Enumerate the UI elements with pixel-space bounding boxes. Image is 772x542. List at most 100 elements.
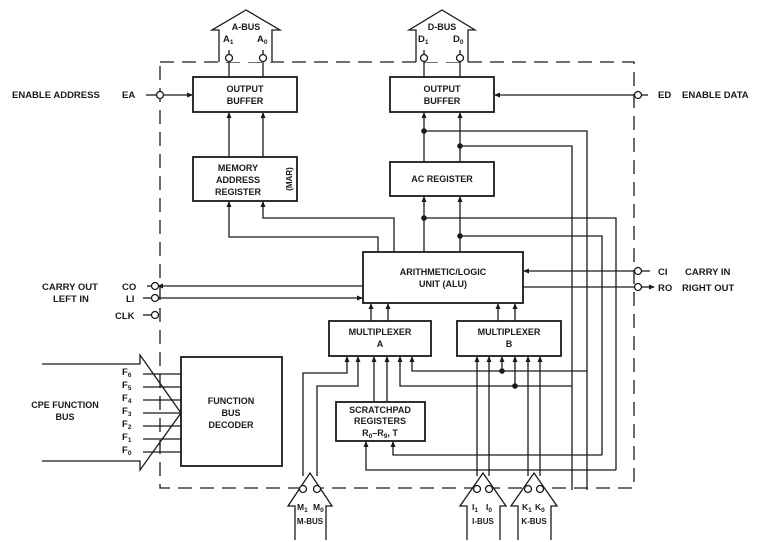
a1-pin-label: A1 bbox=[223, 34, 234, 46]
ea-pin-label: EA bbox=[122, 90, 135, 101]
clk-pin-label: CLK bbox=[115, 311, 135, 322]
mar-label-line1: MEMORY bbox=[218, 163, 258, 173]
f0-pin-label: F0 bbox=[122, 445, 132, 457]
co-pin-label: CO bbox=[122, 282, 136, 293]
a-bus: A-BUS A1 A0 bbox=[209, 9, 283, 77]
ci-pin[interactable] bbox=[633, 266, 643, 276]
i-bus: I1 I0 I-BUS bbox=[458, 471, 508, 540]
i-bus-label: I-BUS bbox=[472, 517, 494, 526]
f1-pin-label: F1 bbox=[122, 432, 132, 444]
output-buffer-d: OUTPUT BUFFER bbox=[389, 76, 495, 113]
f6-pin-label: F6 bbox=[122, 367, 132, 379]
ac-register: AC REGISTER bbox=[389, 161, 495, 197]
mar-tag: (MAR) bbox=[285, 167, 294, 191]
mux-a-label-line1: MULTIPLEXER bbox=[349, 327, 412, 337]
ea-signal: ENABLE ADDRESS EA bbox=[12, 90, 193, 101]
enable-data-label: ENABLE DATA bbox=[682, 90, 749, 101]
i0-pin[interactable] bbox=[484, 484, 494, 494]
f3-pin-label: F3 bbox=[122, 406, 132, 418]
m-bus-label: M-BUS bbox=[297, 517, 324, 526]
d1-pin[interactable] bbox=[419, 53, 429, 63]
m-bus-arrow bbox=[286, 471, 334, 540]
mux-b-label-line2: B bbox=[506, 339, 513, 349]
left-in-label: LEFT IN bbox=[53, 294, 89, 305]
output-buffer-d-label-line2: BUFFER bbox=[424, 96, 461, 106]
d-bus-arrow bbox=[406, 9, 478, 62]
li-pin-label: LI bbox=[126, 294, 134, 305]
a0-pin[interactable] bbox=[258, 53, 268, 63]
scratchpad-range: R0–R9, T bbox=[362, 428, 398, 440]
chip-boundary bbox=[159, 61, 635, 489]
m1-pin[interactable] bbox=[298, 484, 308, 494]
f4-pin-label: F4 bbox=[122, 393, 132, 405]
mar-label-line3: REGISTER bbox=[215, 187, 262, 197]
memory-address-register: MEMORY ADDRESS REGISTER (MAR) bbox=[192, 156, 298, 202]
i-bus-arrow bbox=[458, 471, 508, 540]
decoder-label-line1: FUNCTION bbox=[208, 396, 255, 406]
mux-b-label-line1: MULTIPLEXER bbox=[478, 327, 541, 337]
d0-pin[interactable] bbox=[455, 53, 465, 63]
a0-pin-label: A0 bbox=[257, 34, 268, 46]
output-buffer-a-label-line2: BUFFER bbox=[227, 96, 264, 106]
f5-pin-label: F5 bbox=[122, 380, 132, 392]
ed-pin-label: ED bbox=[658, 90, 671, 101]
k-bus-label: K-BUS bbox=[521, 517, 547, 526]
k1-pin[interactable] bbox=[523, 484, 533, 494]
multiplexer-b: MULTIPLEXER B bbox=[456, 320, 562, 357]
alu-label-line1: ARITHMETIC/LOGIC bbox=[400, 267, 487, 277]
clk-pin[interactable] bbox=[150, 310, 160, 320]
function-bus-decoder: FUNCTION BUS DECODER bbox=[180, 356, 283, 467]
d1-pin-label: D1 bbox=[418, 34, 429, 46]
d0-pin-label: D0 bbox=[453, 34, 464, 46]
alu: ARITHMETIC/LOGIC UNIT (ALU) bbox=[362, 251, 524, 304]
multiplexer-a: MULTIPLEXER A bbox=[328, 320, 432, 357]
k-bus: K1 K0 K-BUS bbox=[509, 471, 559, 540]
ro-pin[interactable] bbox=[633, 282, 643, 292]
ro-pin-label: RO bbox=[658, 283, 672, 294]
m0-pin-label: M0 bbox=[313, 502, 324, 514]
output-buffer-d-label-line1: OUTPUT bbox=[424, 84, 462, 94]
function-bus-label-line2: BUS bbox=[55, 412, 74, 422]
carry-in-label: CARRY IN bbox=[685, 267, 731, 278]
ed-signal: ED ENABLE DATA bbox=[494, 90, 749, 101]
mar-label-line2: ADDRESS bbox=[216, 175, 260, 185]
ed-pin[interactable] bbox=[633, 90, 643, 100]
li-pin[interactable] bbox=[150, 293, 160, 303]
d-bus: D-BUS D1 D0 bbox=[406, 9, 478, 77]
a1-pin[interactable] bbox=[224, 53, 234, 63]
m-bus: M1 M0 M-BUS bbox=[286, 471, 334, 540]
i1-pin[interactable] bbox=[472, 484, 482, 494]
decoder-label-line2: BUS bbox=[221, 408, 240, 418]
i1-pin-label: I1 bbox=[472, 502, 478, 514]
ac-register-label: AC REGISTER bbox=[411, 174, 473, 184]
left-signals: CARRY OUT LEFT IN CO LI CLK bbox=[42, 281, 363, 322]
right-signals: CI RO CARRY IN RIGHT OUT bbox=[523, 266, 734, 294]
a-bus-label: A-BUS bbox=[232, 22, 261, 32]
k0-pin[interactable] bbox=[535, 484, 545, 494]
ea-pin[interactable] bbox=[155, 90, 165, 100]
right-out-label: RIGHT OUT bbox=[682, 283, 734, 294]
ci-pin-label: CI bbox=[658, 267, 668, 278]
scratchpad-registers: SCRATCHPAD REGISTERS R0–R9, T bbox=[335, 401, 426, 442]
mux-a-label-line2: A bbox=[377, 339, 384, 349]
function-bus-label-line1: CPE FUNCTION bbox=[31, 400, 99, 410]
scratchpad-label-line1: SCRATCHPAD bbox=[349, 405, 411, 415]
alu-label-line2: UNIT (ALU) bbox=[419, 279, 467, 289]
enable-address-label: ENABLE ADDRESS bbox=[12, 90, 100, 101]
co-pin[interactable] bbox=[150, 281, 160, 291]
k0-pin-label: K0 bbox=[535, 502, 545, 514]
output-buffer-a: OUTPUT BUFFER bbox=[192, 76, 298, 113]
output-buffer-a-label-line1: OUTPUT bbox=[227, 84, 265, 94]
decoder-label-line3: DECODER bbox=[208, 420, 254, 430]
m0-pin[interactable] bbox=[312, 484, 322, 494]
d-bus-label: D-BUS bbox=[428, 22, 457, 32]
m1-pin-label: M1 bbox=[297, 502, 308, 514]
a-bus-arrow bbox=[209, 9, 283, 62]
carry-out-label: CARRY OUT bbox=[42, 282, 98, 293]
k1-pin-label: K1 bbox=[522, 502, 532, 514]
f2-pin-label: F2 bbox=[122, 419, 132, 431]
i0-pin-label: I0 bbox=[486, 502, 492, 514]
scratchpad-label-line2: REGISTERS bbox=[354, 416, 406, 426]
